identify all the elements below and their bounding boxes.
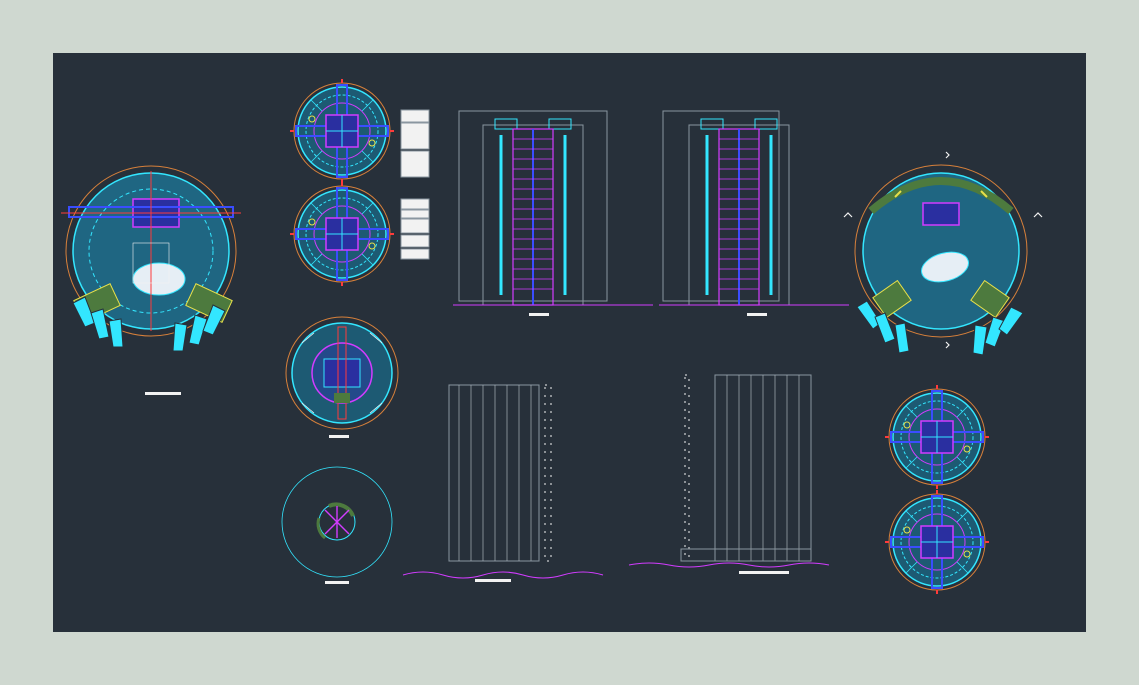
scale-bar bbox=[475, 579, 511, 582]
elevation-colored-1 bbox=[453, 110, 653, 306]
roof-plan bbox=[281, 466, 393, 578]
legend-blocks bbox=[400, 109, 430, 260]
typical-floor-plan-4 bbox=[884, 384, 990, 490]
typical-floor-plan-3 bbox=[285, 316, 399, 430]
scale-bar bbox=[145, 392, 181, 395]
cad-drawing-sheet bbox=[53, 53, 1086, 632]
direction-markers bbox=[843, 151, 1043, 349]
ground-floor-plan-left bbox=[61, 165, 241, 352]
elevation-gray-2 bbox=[628, 374, 830, 568]
scale-bar bbox=[329, 435, 349, 438]
elevation-colored-2 bbox=[659, 110, 849, 306]
typical-floor-plan-2 bbox=[289, 181, 395, 287]
scale-bar bbox=[325, 581, 349, 584]
elevation-gray-1 bbox=[402, 384, 604, 579]
cad-drawing bbox=[61, 78, 1043, 595]
scale-bar bbox=[529, 313, 549, 316]
typical-floor-plan-1 bbox=[289, 78, 395, 184]
scale-bar bbox=[747, 313, 767, 316]
typical-floor-plan-5 bbox=[884, 489, 990, 595]
scale-bar bbox=[739, 571, 789, 574]
ground-floor-plan-right bbox=[854, 164, 1028, 356]
